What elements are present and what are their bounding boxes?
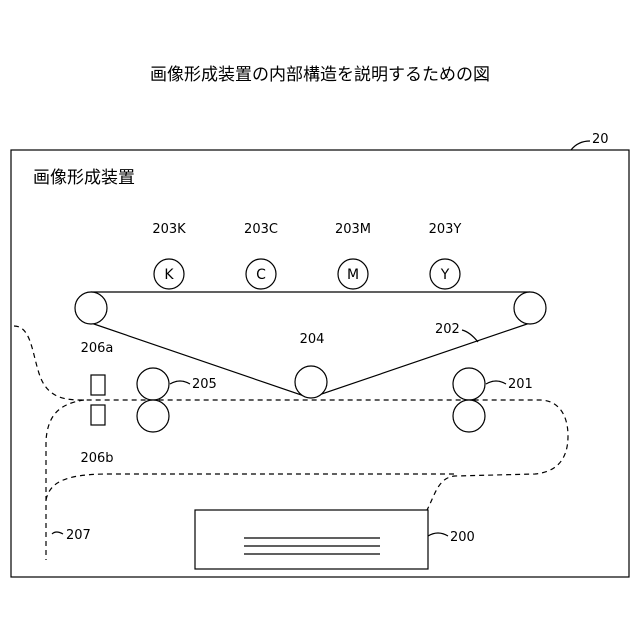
belt-roller-right xyxy=(514,292,546,324)
device-ref-leader xyxy=(571,141,590,150)
paper-path-lower xyxy=(46,474,455,500)
belt-roller-left xyxy=(75,292,107,324)
drum-ref-label: 203M xyxy=(335,222,371,237)
paper-path-ref-label: 207 xyxy=(66,528,91,543)
feed-roller-lower xyxy=(453,400,485,432)
drum-ref-label: 203Y xyxy=(429,222,462,237)
sensor-upper-ref-label: 206a xyxy=(81,341,114,356)
drum-letter: K xyxy=(164,267,174,283)
transfer-roller-ref-label: 204 xyxy=(300,332,325,347)
drum-m: 203M M xyxy=(335,222,371,289)
fixing-roller-lower xyxy=(137,400,169,432)
drum-ref-label: 203K xyxy=(152,222,186,237)
drum-y: 203Y Y xyxy=(429,222,462,289)
belt-ref-label: 202 xyxy=(435,322,460,337)
sensor-upper xyxy=(91,375,105,395)
transfer-roller-circle xyxy=(295,366,327,398)
paper-path-ref-leader xyxy=(52,532,63,534)
feed-rollers-ref-leader xyxy=(486,381,506,384)
drum-k: 203K K xyxy=(152,222,186,289)
drum-letter: M xyxy=(347,267,359,283)
sensor-lower-ref-label: 206b xyxy=(80,451,113,466)
device-title: 画像形成装置 xyxy=(33,168,135,188)
sensors: 206a 206b xyxy=(80,341,113,466)
paper-tray-ref-label: 200 xyxy=(450,530,475,545)
belt-ref-leader xyxy=(462,330,478,342)
fixing-rollers-ref-label: 205 xyxy=(192,377,217,392)
drum-c: 203C C xyxy=(244,222,278,289)
paper-path xyxy=(14,326,568,534)
device-ref-label: 20 xyxy=(592,132,609,147)
paper-tray-box xyxy=(195,510,428,569)
sensor-lower xyxy=(91,405,105,425)
drum-letter: Y xyxy=(440,267,450,283)
feed-rollers-ref-label: 201 xyxy=(508,377,533,392)
drum-letter: C xyxy=(256,267,266,283)
paper-tray-ref-leader xyxy=(428,533,448,536)
paper-tray: 200 xyxy=(195,510,475,569)
fixing-roller-upper xyxy=(137,368,169,400)
fixing-rollers-ref-leader xyxy=(170,381,190,384)
figure-caption: 画像形成装置の内部構造を説明するための図 xyxy=(150,65,490,85)
drum-ref-label: 203C xyxy=(244,222,278,237)
transfer-roller: 204 xyxy=(295,332,327,398)
feed-roller-upper xyxy=(453,368,485,400)
